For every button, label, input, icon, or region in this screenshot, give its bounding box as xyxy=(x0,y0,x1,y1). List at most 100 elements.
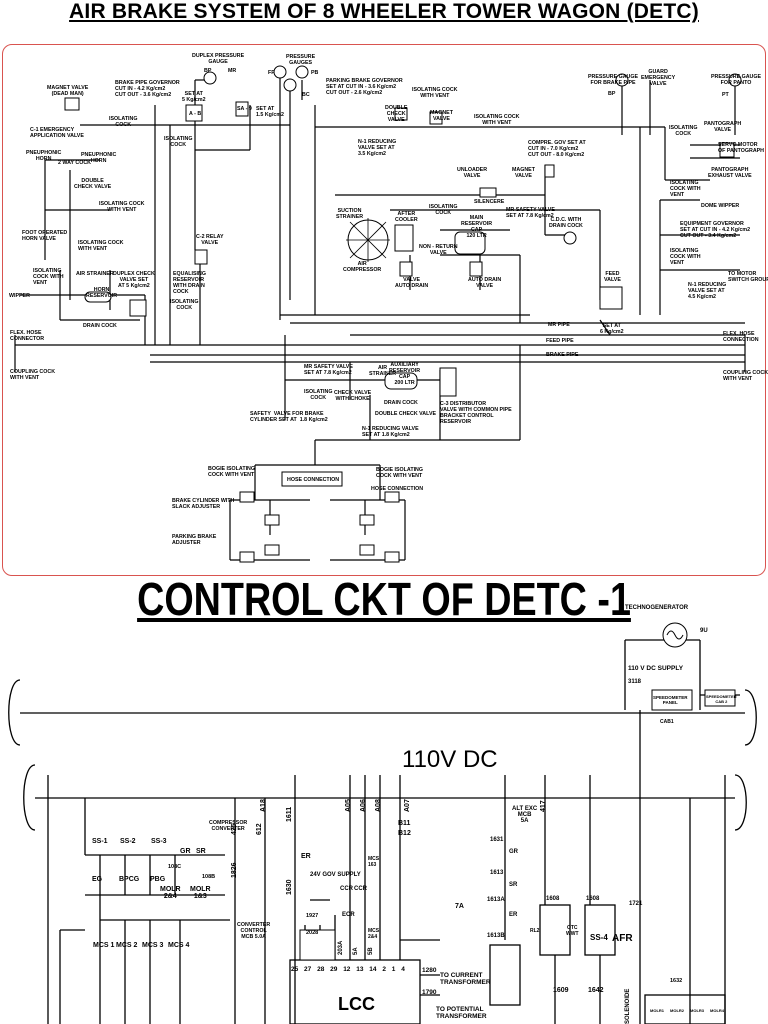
label-a-b: A - B xyxy=(189,111,202,117)
label-dome-wiper: DOME WIPPER xyxy=(701,203,740,209)
label-servo-motor: SERVO MOTOR OF PANTOGRAPH xyxy=(718,142,765,154)
label-set-at-6: SET AT 6 Kg/cm2 xyxy=(600,323,624,335)
label-mr-safety-valve: MR SAFETY VALVE SET AT 7.8 Kg/cm2 xyxy=(506,207,555,219)
label-pt: PT xyxy=(722,92,729,98)
label-flex-hose-left: FLEX. HOSE CONNECTOR xyxy=(10,330,45,342)
label-n1-reducing-45: N-1 REDUCING VALVE SET AT 4.5 Kg/cm2 xyxy=(688,282,727,300)
label-horn-reservoir: HORN RESERVOIR xyxy=(86,287,118,299)
aux-reservoir-symbol xyxy=(384,372,418,390)
label-wipper: WIPPER xyxy=(9,293,30,299)
label-speedometer-panel: SPEEDOMETER PANEL xyxy=(653,695,688,705)
label-iso-cock-1: ISOLATING COCK xyxy=(109,116,138,128)
label-double-check-low: DOUBLE CHECK VALVE xyxy=(375,411,437,417)
label-molr-small-3: MOLR3 xyxy=(690,1008,704,1013)
label-pg-panto: PRESSURE GAUGE FOR PANTO xyxy=(711,74,762,86)
speedometer-panel-box xyxy=(651,689,693,711)
wire-1826: 1826 xyxy=(231,862,238,878)
label-fp: FP xyxy=(268,70,275,76)
label-compr-gov: COMPRE. GOV SET AT CUT IN - 7.0 Kg/cm2 C… xyxy=(528,140,586,158)
label-double-check-horn: DOUBLE CHECK VALVE xyxy=(74,178,112,190)
label-brake-pipe: BRAKE PIPE xyxy=(546,352,579,358)
label-ss3: SS-3 xyxy=(151,838,167,845)
label-w1790: 1790 xyxy=(422,989,437,996)
label-c1-emergency: C-1 EMERGENCY APPLICATION VALVE xyxy=(30,127,84,139)
label-er: ER xyxy=(301,853,311,860)
label-w1631: 1631 xyxy=(490,837,504,843)
label-check-choke: CHECK VALVE WITH CHOKE xyxy=(334,390,372,402)
speedometer-cab2-box xyxy=(704,689,736,707)
label-gr2: GR xyxy=(509,849,518,855)
label-bp: BP xyxy=(204,68,212,74)
main-reservoir-symbol xyxy=(454,231,486,255)
label-iso-cock-panto: ISOLATING COCK xyxy=(669,125,698,137)
label-mcs4: MCS 4 xyxy=(168,942,190,949)
label-silencer: SILENCERE xyxy=(474,199,505,205)
label-iso-cock-vent-4: ISOLATING COCK WITH VENT xyxy=(78,240,124,252)
wire-417: 417 xyxy=(540,800,547,812)
label-iso-cock-vent-top: ISOLATING COCK WITH VENT xyxy=(412,87,458,99)
label-way-cock: 2 WAY COCK xyxy=(58,160,91,166)
label-iso-cock-vent-3: ISOLATING COCK WITH VENT xyxy=(99,201,145,213)
label-molr-small-4: MOLR4 xyxy=(710,1008,724,1013)
label-non-return: NON - RETURN VALVE xyxy=(419,244,458,256)
label-unloader: UNLOADER VALVE xyxy=(457,167,488,179)
label-mcs-163: MCS 163 xyxy=(368,856,380,868)
label-set-at-15: SET AT 1.5 Kg/cm2 xyxy=(256,106,284,118)
label-iso-cock-vent-left: ISOLATING COCK WITH VENT xyxy=(33,268,64,286)
label-cdc-drain: C.D.C. WITH DRAIN COCK xyxy=(549,217,583,229)
label-wire-3118: 3118 xyxy=(628,679,642,685)
label-bp-gauge: BP xyxy=(608,91,616,97)
label-lcc: LCC xyxy=(338,994,375,1014)
label-mr: MR xyxy=(228,68,237,74)
label-w1280: 1280 xyxy=(422,967,437,974)
label-bpcg: BPCG xyxy=(119,876,140,883)
label-w7a: 7A xyxy=(455,903,464,910)
label-iso-cock-2: ISOLATING COCK xyxy=(164,136,193,148)
label-magnet-valve-top: MAGNET VALVE xyxy=(430,110,453,122)
wire-612: 612 xyxy=(256,823,263,835)
label-afr: AFR xyxy=(612,933,633,944)
horn-reservoir-symbol xyxy=(84,291,112,303)
label-drain-cock-2: DRAIN COCK xyxy=(384,400,418,406)
label-cab1: CAB1 xyxy=(660,719,674,725)
label-magnet-valve-comp: MAGNET VALVE xyxy=(512,167,535,179)
label-supply: 110 V DC SUPPLY xyxy=(628,665,684,672)
label-main-reservoir: MAIN RESERVOIR CAP 120 LTR xyxy=(461,215,493,239)
label-w108c: 108C xyxy=(168,864,182,870)
magnet-valve-symbol xyxy=(64,97,80,111)
label-mcs2: MCS 2 xyxy=(116,942,138,949)
label-w5a: 5A xyxy=(353,947,359,955)
label-molr-small-2: MOLR2 xyxy=(670,1008,684,1013)
wire-a07: A07 xyxy=(404,799,411,812)
wire-1611: 1611 xyxy=(286,806,293,822)
wire-a08: A08 xyxy=(375,799,382,812)
label-conv-control: CONVERTER CONTROL MCB 5.0A xyxy=(237,922,271,940)
label-guard-valve: GUARD EMERGENCY VALVE xyxy=(641,69,676,87)
label-w1632: 1632 xyxy=(670,978,683,984)
label-technogenerator: TECHNOGENERATOR xyxy=(625,605,689,611)
wire-1630: 1630 xyxy=(286,879,293,895)
label-b11: B11 xyxy=(398,820,411,827)
label-mcs-24: MCS 2&4 xyxy=(368,928,380,940)
wire-a18: A18 xyxy=(260,799,267,812)
label-iso-cock-vent-2: ISOLATING COCK WITH VENT xyxy=(474,114,520,126)
control-circuit-title: CONTROL CKT OF DETC -1 xyxy=(137,573,631,625)
duplex-gauge-symbol xyxy=(203,71,217,85)
label-gr: GR xyxy=(180,848,191,855)
label-iso-cock-vent-5: ISOLATING COCK WITH VENT xyxy=(670,248,701,266)
label-to-motor-switch: TO MOTOR SWITCH GROUP xyxy=(728,271,768,283)
label-hose-conn-2: HOSE CONNECTION xyxy=(371,486,424,492)
label-to-pt: TO POTENTIAL TRANSFORMER xyxy=(436,1006,487,1020)
label-suction-strainer: SUCTION STRAINER xyxy=(336,208,364,220)
label-iso-cock-vent-dome: ISOLATING COCK WITH VENT xyxy=(670,180,701,198)
label-air-strainer: AIR STRAINER xyxy=(76,271,114,277)
label-bc: BC xyxy=(302,92,310,98)
label-b12: B12 xyxy=(398,830,411,837)
label-otc: OTC WWT xyxy=(566,925,579,937)
label-parking-governor: PARKING BRAKE GOVERNOR SET AT CUT IN - 3… xyxy=(326,78,403,96)
label-after-cooler: AFTER COOLER xyxy=(395,211,418,223)
label-magnet-valve-dm: MAGNET VALVE (DEAD MAN) xyxy=(47,85,89,97)
label-feed-pipe: FEED PIPE xyxy=(546,338,574,344)
label-pbg: PBG xyxy=(150,876,166,883)
